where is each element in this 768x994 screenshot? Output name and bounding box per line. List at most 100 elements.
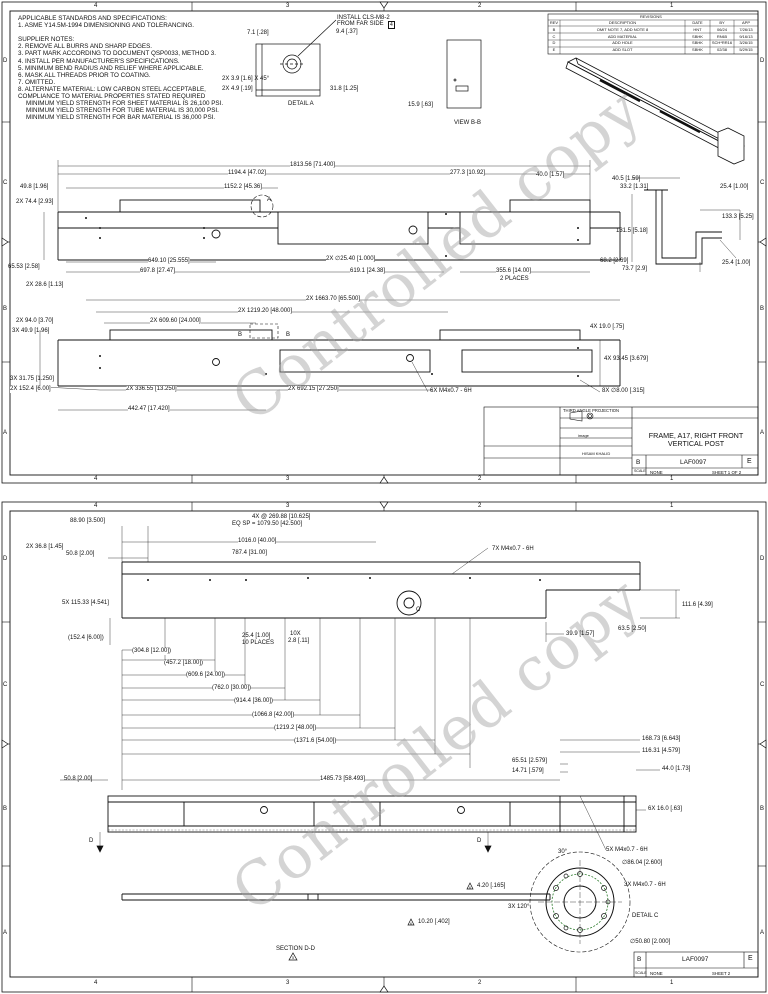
dimension: 2X 36.8 [1.45] bbox=[26, 544, 64, 550]
rev-cell: D bbox=[552, 40, 556, 46]
third-angle-label: THIRD ANGLE PROJECTION bbox=[563, 408, 620, 413]
dimension: 1485.73 [58.493] bbox=[320, 776, 366, 783]
dimension: (1066.8 [42.00]) bbox=[252, 712, 295, 719]
dimension: 1813.56 [71.400] bbox=[290, 162, 336, 169]
dimension: (609.6 [24.00]) bbox=[186, 672, 226, 679]
rev-cell: SBHK bbox=[692, 47, 703, 53]
drawing-sheet-1: Controlled copy APPLICABLE STANDARDS AND… bbox=[0, 0, 768, 485]
zone-col-label: 4 bbox=[94, 980, 98, 986]
note-line: APPLICABLE STANDARDS AND SPECIFICATIONS: bbox=[18, 15, 167, 22]
detail-a-dim: 7.1 [.28] bbox=[247, 30, 269, 36]
dimension: 6X 16.0 [.63] bbox=[648, 806, 683, 812]
general-notes: APPLICABLE STANDARDS AND SPECIFICATIONS:… bbox=[18, 15, 223, 121]
dimension: 4.20 [.165] bbox=[477, 883, 506, 889]
dimension: 88.90 [3.500] bbox=[70, 518, 106, 524]
dimension: 2X 692.15 [27.250] bbox=[288, 386, 339, 393]
dimension: 68.2 [2.69] bbox=[600, 258, 629, 264]
note-line: COMPLIANCE TO MATERIAL PROPERTIES STATED… bbox=[18, 93, 206, 101]
sheet-size: B bbox=[636, 459, 641, 466]
dimension: (914.4 [36.00]) bbox=[234, 698, 274, 705]
revisions-table: REV DESCRIPTION DATE BY APP B OMIT NOTE … bbox=[548, 20, 758, 54]
approval-value: image bbox=[578, 433, 589, 438]
rev-col-header: DESCRIPTION bbox=[608, 20, 637, 25]
note-line: 5. MINIMUM BEND RADIUS AND RELIEF WHERE … bbox=[18, 64, 204, 72]
section-callout: D bbox=[89, 838, 94, 844]
dimension: 133.3 [5.25] bbox=[722, 214, 754, 220]
dimension: 40.5 [1.59] bbox=[612, 176, 641, 182]
dimension: 65.51 [2.579] bbox=[512, 758, 548, 764]
section-callout: D bbox=[477, 838, 482, 844]
rev-cell: ADD MATERIAL bbox=[607, 33, 638, 39]
dimension: (457.2 [18.00]) bbox=[164, 660, 204, 667]
dimension: 697.8 [27.47] bbox=[140, 268, 176, 275]
dimension: 442.47 [17.420] bbox=[128, 406, 170, 413]
dimension: 3X 31.75 [1.250] bbox=[10, 376, 55, 382]
zone-col-label: 4 bbox=[94, 503, 98, 509]
rev-cell: ADD HOLE bbox=[612, 40, 633, 46]
zone-row-label: B bbox=[760, 806, 765, 812]
rev-cell: 06/24 bbox=[716, 26, 727, 32]
note-line: 4. INSTALL PER MANUFACTURER'S SPECIFICAT… bbox=[18, 57, 180, 65]
note-flag: 6 bbox=[410, 922, 412, 926]
rev-cell: SBHK bbox=[692, 40, 703, 46]
dimension: 355.6 [14.00] bbox=[496, 268, 532, 275]
drawing-number: LAF0097 bbox=[680, 459, 707, 466]
note-line: 7. OMITTED. bbox=[18, 78, 56, 86]
dimension: 2X 1663.70 [65.500] bbox=[306, 296, 361, 303]
dimension: 7X M4x0.7 - 6H bbox=[492, 546, 534, 552]
dimension: (304.8 [12.00]) bbox=[132, 648, 172, 655]
dimension: 49.8 [1.96] bbox=[20, 184, 49, 190]
title-block-1 bbox=[483, 406, 759, 476]
detail-a-dim: 9.4 [.37] bbox=[336, 29, 358, 35]
rev-cell: RN65 bbox=[716, 33, 728, 39]
detail-a-label: DETAIL A bbox=[288, 101, 314, 107]
dimension: 25.4 [1.00] bbox=[242, 633, 271, 639]
scale-label: SCALE bbox=[634, 469, 646, 473]
view-bb-dim: 15.9 [.63] bbox=[408, 102, 434, 108]
scale-label: SCALE bbox=[635, 971, 647, 975]
dimension: 619.1 [24.38] bbox=[350, 268, 386, 275]
dimension: 2X 336.55 [13.250] bbox=[126, 386, 177, 393]
dimension: 1016.0 [40.00] bbox=[238, 538, 277, 545]
dimension: 50.8 [2.00] bbox=[64, 776, 93, 782]
note-line: 2. REMOVE ALL BURRS AND SHARP EDGES. bbox=[18, 43, 153, 51]
dimension: 5X M4x0.7 - 6H bbox=[606, 847, 648, 853]
dimension: 2X 94.0 [3.70] bbox=[16, 318, 54, 324]
zone-row-label: B bbox=[760, 306, 765, 312]
zone-col-label: 3 bbox=[286, 503, 290, 509]
dimension: 2X 1219.20 [48.000] bbox=[238, 308, 293, 315]
rev-col-header: APP bbox=[741, 20, 750, 25]
revisions-header: REV DESCRIPTION DATE BY APP bbox=[548, 20, 758, 27]
zone-row-label: A bbox=[3, 930, 8, 936]
zone-row-label: A bbox=[760, 430, 765, 436]
zone-row-label: C bbox=[3, 682, 8, 688]
zone-col-label: 2 bbox=[478, 980, 482, 986]
zone-col-label: 1 bbox=[670, 3, 674, 9]
dimension: 39.9 [1.57] bbox=[566, 631, 595, 637]
drawn-by: HISAM KHALID bbox=[582, 451, 611, 456]
zone-col-label: 3 bbox=[286, 476, 290, 482]
rev-cell: 3/26/15 bbox=[739, 40, 753, 46]
dimension: 6X M4x0.7 - 6H bbox=[430, 388, 472, 394]
scale-value: NONE bbox=[650, 971, 663, 976]
dimension: 10X bbox=[290, 631, 301, 637]
detail-callout: C bbox=[416, 607, 421, 613]
dimension: 40.0 [1.57] bbox=[536, 172, 565, 179]
zone-row-label: D bbox=[760, 556, 765, 562]
section-callout: B bbox=[238, 332, 243, 338]
detail-callout: A bbox=[267, 197, 272, 203]
view-4 bbox=[107, 795, 637, 833]
detail-a-dim: 31.8 [1.25] bbox=[330, 86, 359, 92]
dimension: 2X 609.60 [24.000] bbox=[150, 318, 201, 325]
section-callout: B bbox=[286, 332, 291, 338]
dimension: 73.7 [2.9] bbox=[622, 266, 648, 272]
drawing-number: LAF0097 bbox=[682, 956, 709, 963]
dimension: 3X M4x0.7 - 6H bbox=[624, 882, 666, 888]
rev-col-header: BY bbox=[719, 20, 725, 25]
rev-cell: B bbox=[552, 26, 556, 32]
scale-value: NONE bbox=[650, 470, 663, 475]
zone-row-label: C bbox=[760, 682, 765, 688]
sheet-1-canvas bbox=[1, 1, 767, 484]
dimension-note: 2 PLACES bbox=[500, 276, 529, 282]
section-dd bbox=[121, 893, 551, 901]
